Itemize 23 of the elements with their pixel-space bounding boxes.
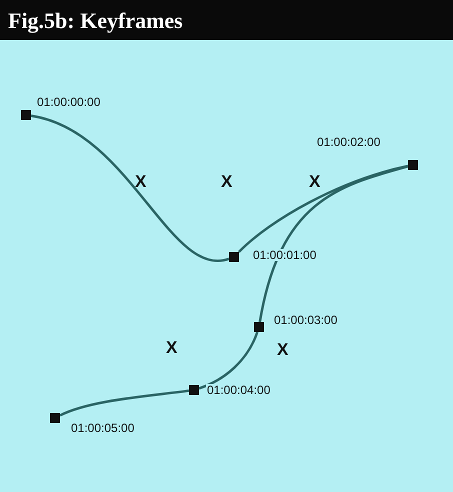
keyframe-marker [21, 110, 31, 120]
timecode-label: 01:00:02:00 [316, 136, 382, 148]
timecode-label: 01:00:03:00 [273, 314, 338, 326]
cross-mark: X [135, 173, 146, 190]
cross-mark: X [277, 341, 288, 358]
timecode-label: 01:00:04:00 [206, 384, 272, 396]
cross-mark: X [309, 173, 320, 190]
timecode-label: 01:00:01:00 [252, 249, 318, 261]
motion-path-curve [30, 114, 230, 262]
keyframe-marker [229, 252, 239, 262]
keyframe-marker [189, 385, 199, 395]
motion-path-curve [198, 332, 258, 390]
title: Fig.5b: Keyframes [8, 6, 183, 35]
motion-path-curve [258, 165, 408, 322]
timecode-label: 01:00:05:00 [70, 422, 136, 434]
cross-mark: X [221, 173, 232, 190]
keyframe-marker [408, 160, 418, 170]
motion-path-curve [59, 389, 190, 417]
keyframe-marker [50, 413, 60, 423]
keyframe-marker [254, 322, 264, 332]
cross-mark: X [166, 339, 178, 356]
timecode-label: 01:00:00:00 [36, 96, 102, 108]
motion-path-curve [238, 164, 408, 253]
